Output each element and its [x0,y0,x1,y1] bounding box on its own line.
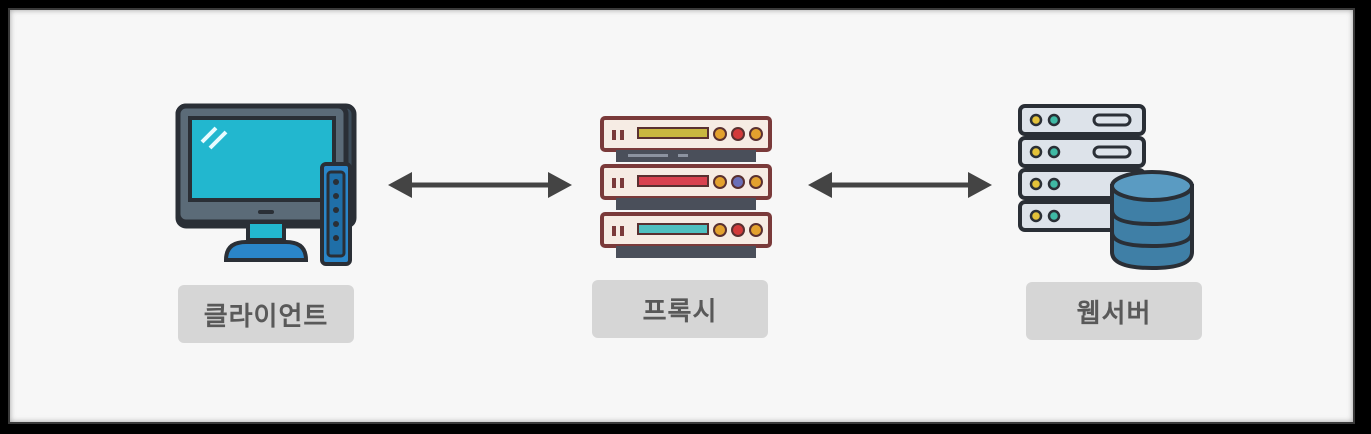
webserver-label-text: 웹서버 [1076,298,1152,329]
bidirectional-arrow-icon [808,172,992,198]
proxy-label-text: 프록시 [642,296,718,327]
database-server-icon [1018,104,1194,271]
client-label: 클라이언트 [178,285,354,343]
bidirectional-arrow-icon [388,172,572,198]
desktop-computer-icon [175,103,357,266]
server-rack-icon [600,116,772,258]
diagram-canvas: 클라이언트 프록시 [8,8,1355,424]
webserver-label: 웹서버 [1026,282,1202,340]
client-label-text: 클라이언트 [203,301,329,332]
proxy-label: 프록시 [592,280,768,338]
